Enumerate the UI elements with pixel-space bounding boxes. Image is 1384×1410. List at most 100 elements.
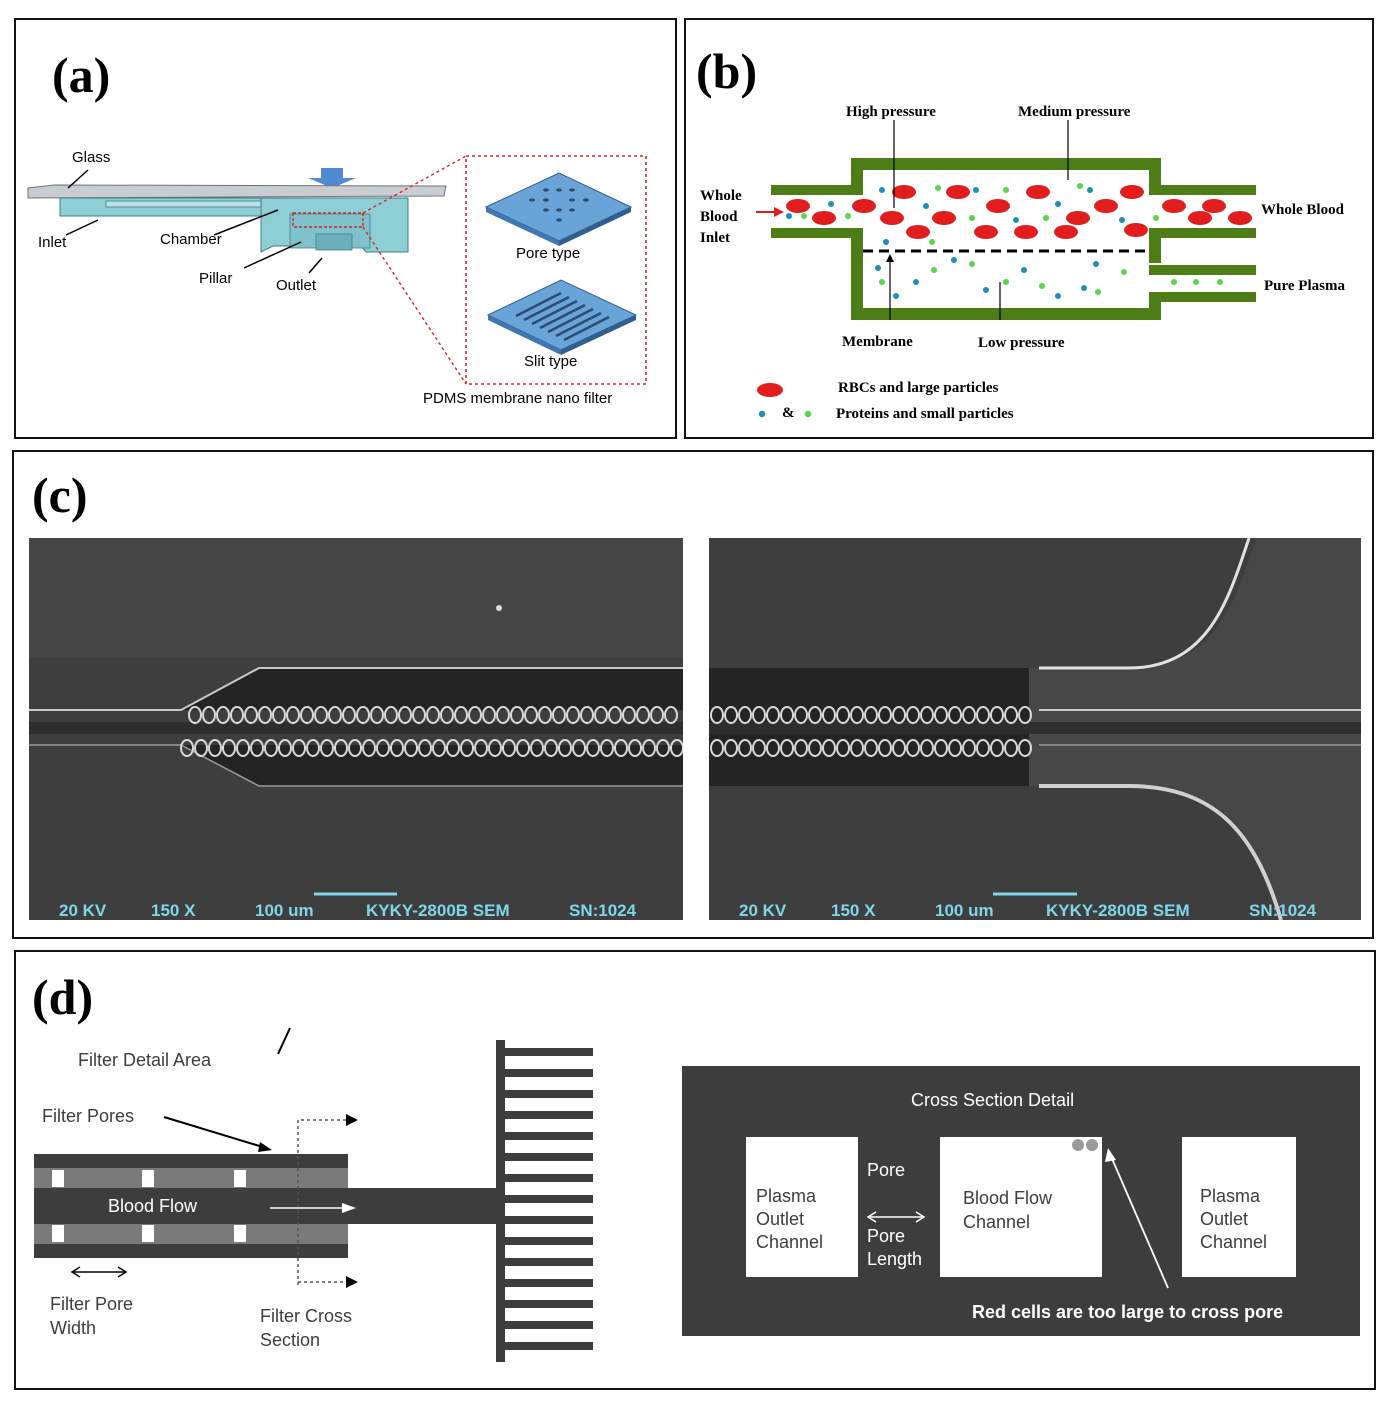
slit-type-filter-icon [486,279,638,355]
pillar [822,739,836,757]
pillar [808,706,822,724]
pillar-row-top [188,706,678,724]
plasma-outlet-left-1: Plasma [756,1186,817,1206]
svg-text:20 KV: 20 KV [739,901,787,920]
pillar [670,739,683,757]
pillar [920,706,934,724]
pillar [892,739,906,757]
pillar [194,739,208,757]
pillar [342,706,356,724]
pillar [948,739,962,757]
pillar [878,739,892,757]
pillar [538,706,552,724]
inlet-label-3: Inlet [700,230,730,246]
pillar [614,739,628,757]
pillar [376,739,390,757]
pore-type-label: Pore type [516,245,580,262]
protein-particles-blue [758,187,1125,418]
svg-text:KYKY-2800B SEM: KYKY-2800B SEM [1046,901,1190,920]
glass-label: Glass [72,149,110,166]
pillar [1018,739,1032,757]
pillar [780,706,794,724]
pillar [236,739,250,757]
pillar [398,706,412,724]
pillar [906,739,920,757]
pillar [362,739,376,757]
pillar [370,706,384,724]
pillar-row-bottom-right [710,739,1032,757]
svg-text:SN:1024: SN:1024 [1249,901,1317,920]
pillar [306,739,320,757]
pillar [580,706,594,724]
pore-length-label-1: Pore [867,1226,905,1246]
legend-protein-label: Proteins and small particles [836,406,1014,422]
pillar [446,739,460,757]
pillar [990,706,1004,724]
pore-type-filter-icon [484,172,633,246]
pillar [752,706,766,724]
pillar [216,706,230,724]
pillar [948,706,962,724]
sem-image-right: 20 KV 150 X 100 um KYKY-2800B SEM SN:102… [709,538,1361,920]
sem-info-right: 20 KV 150 X 100 um KYKY-2800B SEM SN:102… [739,901,1317,920]
pillar [544,739,558,757]
pillar [628,739,642,757]
pillar [920,739,934,757]
pillar [530,739,544,757]
pillar [780,739,794,757]
medium-pressure-label: Medium pressure [1018,104,1131,120]
pillar [432,739,446,757]
legend-rbc-label: RBCs and large particles [838,380,999,396]
zoom-box [465,155,647,385]
separator-walls [771,158,1256,320]
filter-pore-width-label-2: Width [50,1318,96,1338]
pillar [586,739,600,757]
sem-image-left: 20 KV 150 X 100 um KYKY-2800B SEM SN:102… [29,538,683,920]
pillar [650,706,664,724]
pillar [1004,706,1018,724]
outlet-comb [496,1040,593,1362]
pillar [488,739,502,757]
pillar [188,706,202,724]
pillar [384,706,398,724]
pillar [794,706,808,724]
pillar [600,739,614,757]
filter-pores-label: Filter Pores [42,1106,134,1126]
plasma-outlet-right-2: Outlet [1200,1209,1248,1229]
pore-width-arrow-icon [70,1266,128,1278]
pore-label: Pore [867,1160,905,1180]
svg-text:150 X: 150 X [831,901,876,920]
legend-amp: & [782,405,795,421]
high-pressure-label: High pressure [846,104,936,120]
pillar [962,706,976,724]
pillar [404,739,418,757]
pillar [474,739,488,757]
low-pressure-label: Low pressure [978,335,1065,351]
pillar [738,706,752,724]
pillar [348,739,362,757]
pore-length-arrow-icon [866,1211,926,1223]
pillar [320,739,334,757]
pillar [558,739,572,757]
pillar [636,706,650,724]
plasma-outlet-right-3: Channel [1200,1232,1267,1252]
slit-type-label: Slit type [524,353,577,370]
pillar [328,706,342,724]
pillar [418,739,432,757]
pillar [1018,706,1032,724]
pillar [892,706,906,724]
panel-d: (d) Filter Detail Area Filter Pores Bloo… [14,950,1376,1390]
pillar [710,706,724,724]
pillar [752,739,766,757]
pillar [1004,739,1018,757]
panel-c: (c) 20 KV 150 X 100 um KYKY-2800B SEM SN… [12,450,1374,939]
pillar [850,706,864,724]
panel-b-label: (b) [696,43,758,99]
red-cells-note: Red cells are too large to cross pore [972,1302,1283,1322]
panel-d-label: (d) [32,969,94,1025]
pillar [334,739,348,757]
whole-blood-label: Whole Blood [1261,202,1345,218]
pillar [836,739,850,757]
pillar [412,706,426,724]
pillar [976,706,990,724]
